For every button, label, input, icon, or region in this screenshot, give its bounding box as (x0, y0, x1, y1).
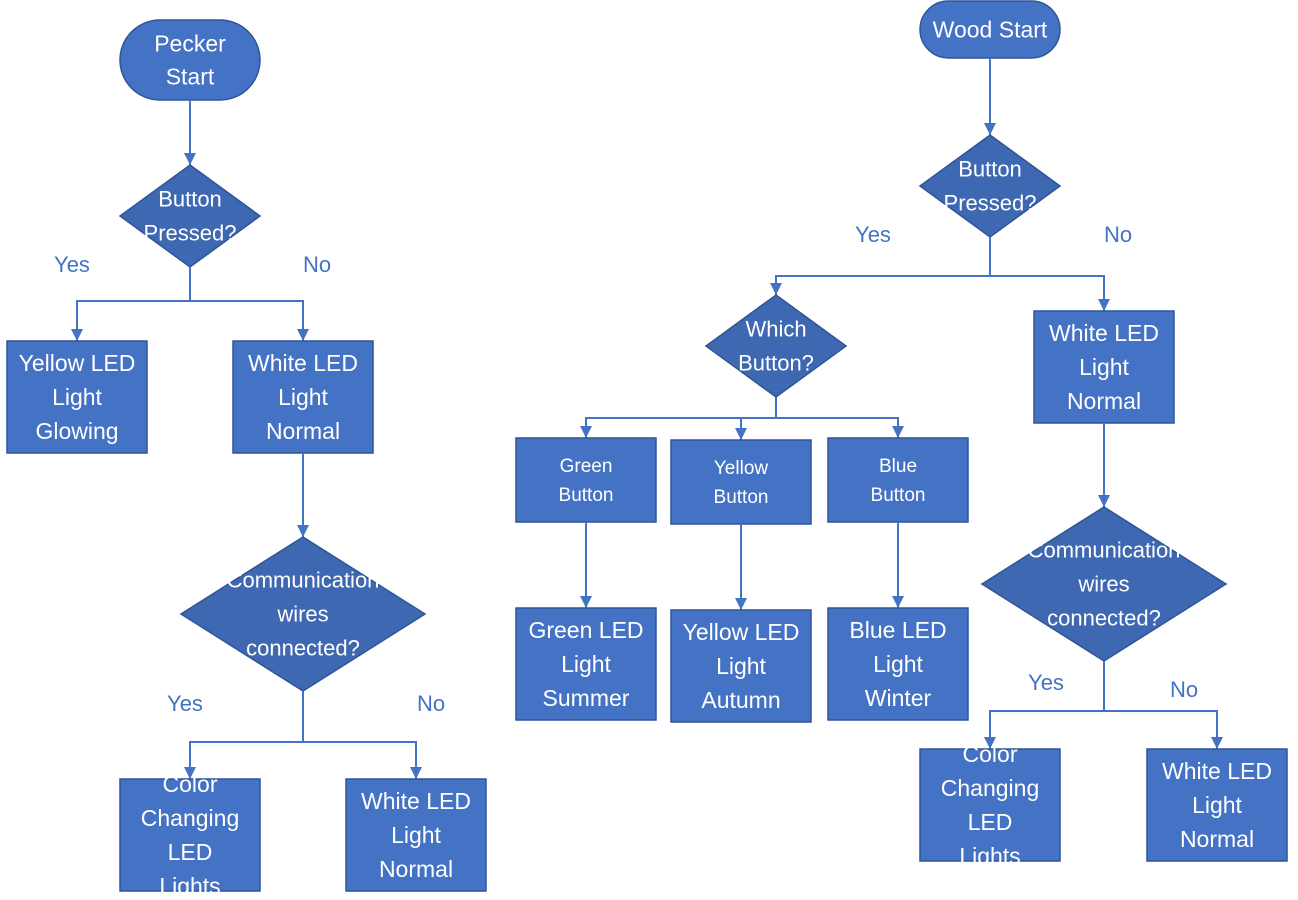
wood-comm-yes-label: Yes (1028, 670, 1064, 695)
wood-arrow-start-decision-head (984, 123, 996, 135)
pecker-comm-no-label: No (417, 691, 445, 716)
pecker-arrow-yes (76, 300, 190, 341)
wood-no-label: No (1104, 222, 1132, 247)
wood-arrow-green (585, 417, 776, 438)
wood-arrow-yellow-head (735, 428, 747, 440)
wood-arrow-green-summer-head (580, 596, 592, 608)
pecker-arrow-no-head (297, 329, 309, 341)
wood-color-changing-box (919, 748, 1061, 862)
pecker-arrow-yes-head (71, 329, 83, 341)
wood-start-label: Wood Start (933, 17, 1048, 43)
pecker-white-normal-2-box (345, 778, 487, 892)
wood-arrow-yes-head (770, 283, 782, 295)
wood-arrow-comm-yes (989, 710, 1104, 749)
wood-arrow-comm-yes-head (984, 737, 996, 749)
pecker-yes-label: Yes (54, 252, 90, 277)
pecker-arrow-comm-no (303, 741, 417, 779)
wood-arrow-comm-no (1104, 710, 1218, 749)
pecker-arrow-no (190, 300, 304, 341)
pecker-comm-yes-label: Yes (167, 691, 203, 716)
wood-yellow-autumn-box (670, 609, 812, 723)
pecker-color-changing-box (119, 778, 261, 892)
wood-green-button-box (515, 437, 657, 523)
wood-yes-label: Yes (855, 222, 891, 247)
wood-blue-winter-box (827, 607, 969, 721)
wood-comm-no-label: No (1170, 677, 1198, 702)
wood-arrow-yellow-autumn-head (735, 598, 747, 610)
pecker-arrow-comm-no-head (410, 767, 422, 779)
wood-which-button-box (704, 294, 848, 398)
wood-arrow-green-head (580, 426, 592, 438)
wood-white-normal-2-box (1146, 748, 1288, 862)
pecker-white-normal-box (232, 340, 374, 454)
wood-arrow-blue-head (892, 426, 904, 438)
wood-arrow-blue-winter-head (892, 596, 904, 608)
wood-arrow-comm-no-head (1211, 737, 1223, 749)
wood-button-decision-box (918, 134, 1062, 238)
wood-arrow-blue (776, 417, 899, 438)
wood-arrow-no (990, 275, 1105, 311)
wood-arrow-white-comm-head (1098, 495, 1110, 507)
wood-blue-button-box (827, 437, 969, 523)
pecker-arrow-start-decision-head (184, 153, 196, 165)
pecker-arrow-comm-yes (189, 741, 303, 779)
pecker-arrow-comm-yes-head (184, 767, 196, 779)
wood-white-normal-box (1033, 310, 1175, 424)
wood-green-summer-box (515, 607, 657, 721)
pecker-arrow-white-comm-head (297, 525, 309, 537)
wood-arrow-yes (775, 275, 990, 295)
pecker-button-decision-box (118, 164, 262, 268)
wood-yellow-button-box (670, 439, 812, 525)
wood-arrow-no-head (1098, 299, 1110, 311)
pecker-no-label: No (303, 252, 331, 277)
pecker-yellow-glow-box (6, 340, 148, 454)
